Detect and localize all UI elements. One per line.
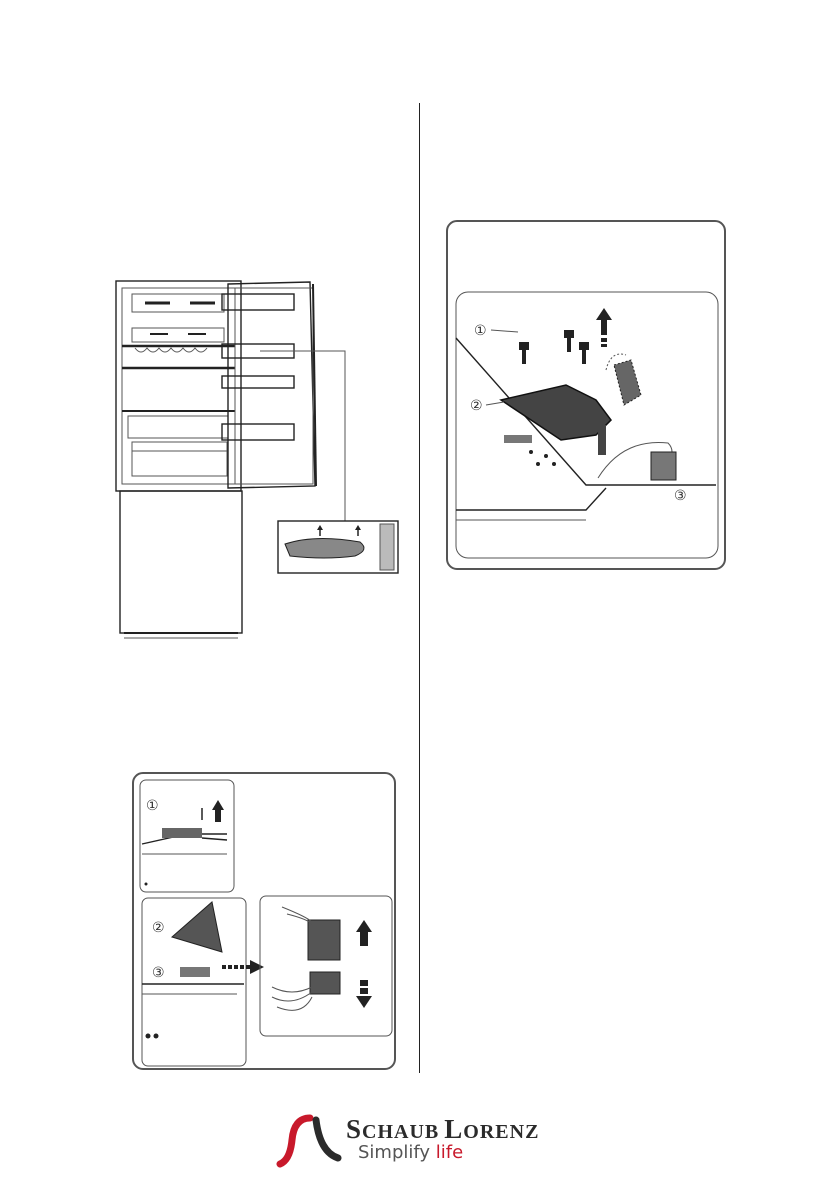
fridge-illustration (110, 276, 410, 646)
step-callout-3: ③ (152, 965, 165, 981)
connector (651, 452, 676, 480)
callout-1: ① (474, 323, 487, 339)
top-hinge-figure: ① ② ③ (446, 220, 728, 572)
fridge-lower-body (120, 491, 242, 633)
step-callout-2: ② (152, 920, 165, 936)
column-divider (419, 103, 420, 1073)
callout-2: ② (470, 398, 483, 414)
step-callout-1: ① (146, 798, 159, 814)
logo-swoosh-icon (276, 1112, 346, 1168)
brand-name: SCHAUB LORENZ (346, 1114, 539, 1145)
brand-tagline: Simplify life (358, 1142, 463, 1163)
hinge-steps-figure: ① ② ③ (132, 772, 398, 1072)
callout-3: ③ (674, 488, 687, 504)
brand-logo: SCHAUB LORENZ Simplify life (276, 1112, 566, 1168)
